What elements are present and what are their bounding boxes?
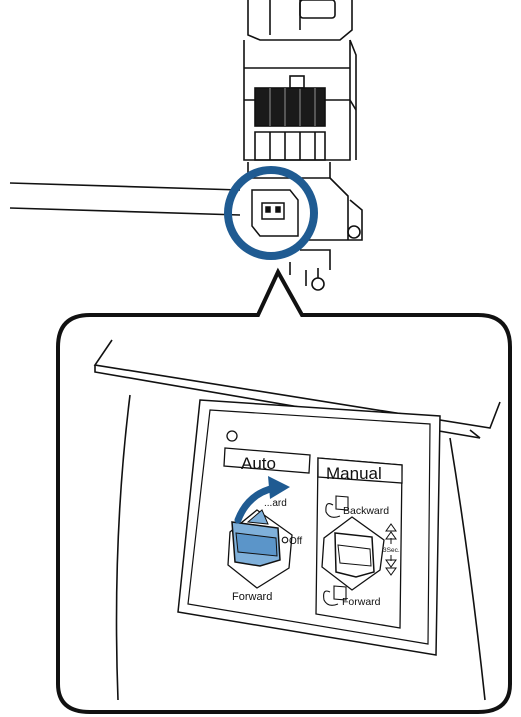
- auto-forward-label: Forward: [232, 591, 272, 603]
- manual-label: Manual: [326, 464, 382, 483]
- indicator-light-icon: [227, 431, 237, 441]
- off-indicator-icon: [282, 537, 288, 543]
- switch-panel: Auto Manual ...ard Off Forward Backward: [178, 400, 440, 655]
- off-label: Off: [289, 536, 302, 547]
- manual-backward-label: Backward: [343, 505, 389, 517]
- take-up-unit-illustration: [10, 0, 362, 290]
- auto-backward-partial-label: ...ard: [264, 498, 287, 509]
- small-switch-box: [252, 190, 298, 236]
- auto-label: Auto: [241, 454, 276, 473]
- manual-direction-switch[interactable]: [335, 533, 374, 577]
- manual-forward-label: Forward: [342, 596, 381, 608]
- hold-time-label: 3Sec.: [383, 547, 400, 554]
